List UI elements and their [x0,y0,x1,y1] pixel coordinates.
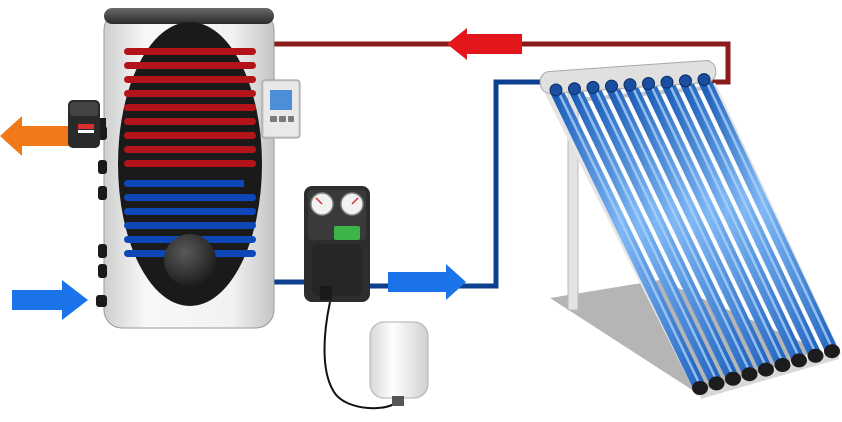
cold-coil-turn [124,180,256,187]
temperature-gauge-icon [340,192,364,216]
tube-end-cap [758,362,774,377]
tube-highlight [593,86,736,381]
tube-end-cap [824,344,840,359]
tube-end-cap [708,376,725,391]
pump-controller-screen [334,226,360,240]
tube-top-socket [605,79,618,93]
tank-top-cap [104,8,274,24]
cold-coil-turn [124,208,256,215]
tube-top-socket [623,78,637,92]
evacuated-tube [623,78,773,377]
immersion-heater-flange [164,234,216,286]
hot-coil-turn [124,160,256,167]
cold-water-inlet-arrow-icon [12,280,88,320]
storage-tank [96,8,275,329]
hot-coil-turn [124,90,256,97]
hot-coil-turn [124,48,256,55]
hot-coil-turn [124,76,256,83]
tube-end-cap [725,371,741,386]
tube-end-cap [774,358,791,372]
tube-top-socket [586,80,600,94]
thermostatic-mixing-valve [68,100,106,148]
solar-collector [539,60,842,399]
hot-flow-arrow-icon [447,28,522,60]
hot-coil-turn [124,146,256,153]
cold-flow-arrow-icon [388,264,466,300]
tube-top-socket [679,74,692,88]
ground-shadow [550,280,820,395]
tube-top-socket [568,82,581,96]
expansion-vessel [369,321,429,406]
flow-arrows [0,28,522,320]
cold-coil-turn [124,222,256,229]
tube-highlight [574,87,720,385]
tank-side-ports [96,126,107,307]
evacuated-tubes [549,73,839,395]
tube-top-socket [660,75,674,89]
tube-end-cap [791,353,807,368]
sensor-pocket [244,172,256,190]
evacuated-tube [549,83,707,395]
tube-end-caps [549,73,840,395]
evacuated-tube [642,77,789,372]
tube-highlight [611,84,753,376]
tube-highlight [648,82,786,367]
tube-top-socket [549,83,563,97]
cold-coil-turn [124,194,256,201]
hot-water-outlet-arrow-icon [0,116,72,156]
evacuated-tube [660,75,806,367]
evacuated-tube [697,73,839,358]
tube-highlight [556,88,703,390]
solar-controller [261,79,301,139]
tube-highlight [630,83,769,371]
evacuated-tube [605,79,756,381]
pressure-gauge-icon [310,192,334,216]
tube-end-cap [692,381,708,395]
evacuated-tube [568,82,723,390]
tube-highlight [704,78,835,353]
expansion-hose [323,301,399,410]
hot-coil-turn [124,118,256,125]
tube-highlight [685,79,819,358]
evacuated-tube [586,80,740,386]
controller-display [270,90,292,110]
tube-highlight [667,80,802,362]
hot-coil-turn [124,132,256,139]
tube-top-socket [642,77,655,90]
hot-coil-turn [124,104,256,111]
evacuated-tube [679,74,822,363]
pump-station [304,186,399,410]
tube-end-cap [807,348,824,363]
hot-coil-turn [124,62,256,69]
hot-heat-exchanger-coil [124,48,256,167]
tube-top-socket [697,73,711,87]
tube-end-cap [741,367,758,382]
